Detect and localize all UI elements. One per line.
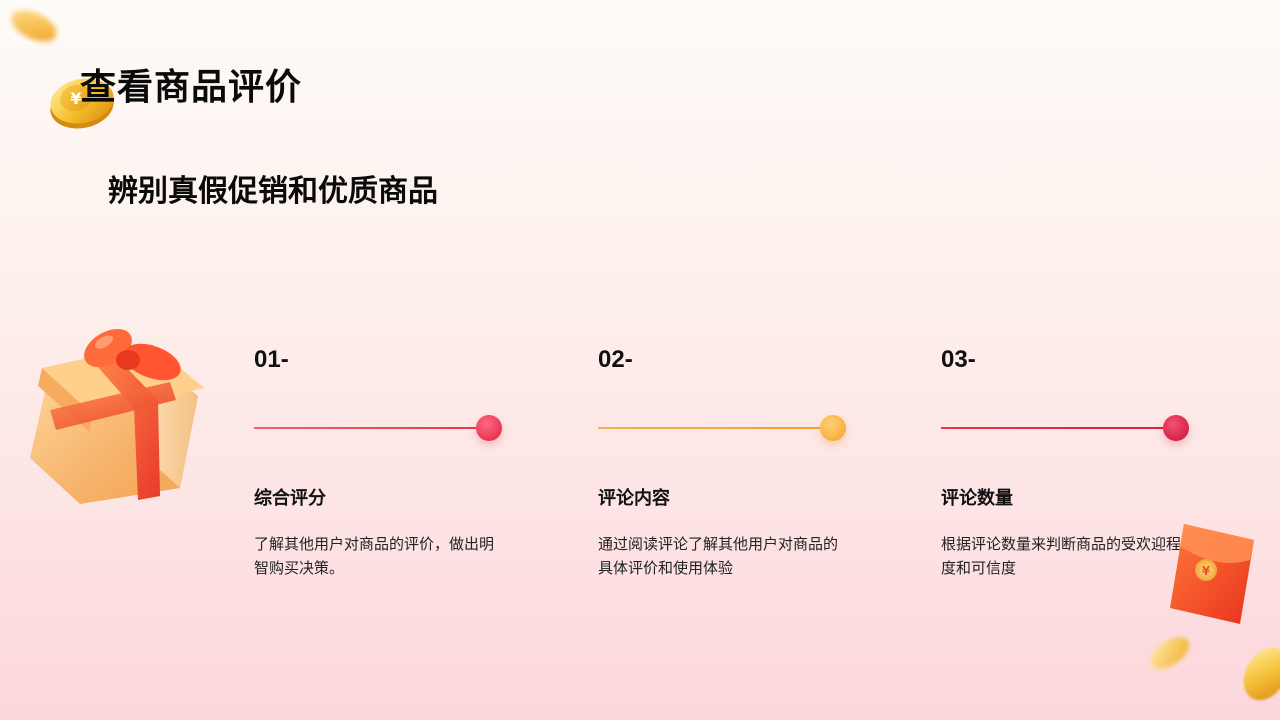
timeline-line: [941, 427, 1173, 429]
step-timeline: [254, 414, 514, 444]
step-timeline: [598, 414, 858, 444]
step-timeline: [941, 414, 1201, 444]
timeline-line: [598, 427, 830, 429]
timeline-dot: [1163, 415, 1189, 441]
step-number: 03-: [941, 346, 976, 373]
red-envelope-icon: ¥: [1170, 524, 1254, 624]
step-2: 02- 评论内容 通过阅读评论了解其他用户对商品的具体评价和使用体验: [598, 340, 858, 580]
step-3: 03- 评论数量 根据评论数量来判断商品的受欢迎程度和可信度: [941, 340, 1201, 580]
page-title: 查看商品评价: [80, 67, 303, 108]
step-number: 01-: [254, 346, 289, 373]
step-description: 通过阅读评论了解其他用户对商品的具体评价和使用体验: [598, 535, 839, 577]
step-description: 了解其他用户对商品的评价，做出明智购买决策。: [254, 535, 495, 577]
step-1: 01- 综合评分 了解其他用户对商品的评价，做出明智购买决策。: [254, 340, 514, 580]
step-heading: 评论内容: [598, 488, 670, 509]
coin-icon: [1243, 647, 1280, 701]
step-number: 02-: [598, 346, 633, 373]
step-description: 根据评论数量来判断商品的受欢迎程度和可信度: [941, 535, 1182, 577]
yuan-coin-icon: ¥: [50, 78, 114, 129]
gift-box-icon: [30, 329, 204, 504]
timeline-dot: [820, 415, 846, 441]
step-heading: 评论数量: [941, 488, 1013, 509]
timeline-line: [254, 427, 486, 429]
svg-text:¥: ¥: [70, 89, 81, 108]
step-heading: 综合评分: [254, 488, 326, 509]
svg-text:¥: ¥: [1202, 564, 1211, 578]
blurred-coin-icon: [1150, 637, 1190, 669]
blurred-coin-icon: [11, 10, 57, 42]
page-subtitle: 辨别真假促销和优质商品: [108, 174, 438, 209]
timeline-dot: [476, 415, 502, 441]
